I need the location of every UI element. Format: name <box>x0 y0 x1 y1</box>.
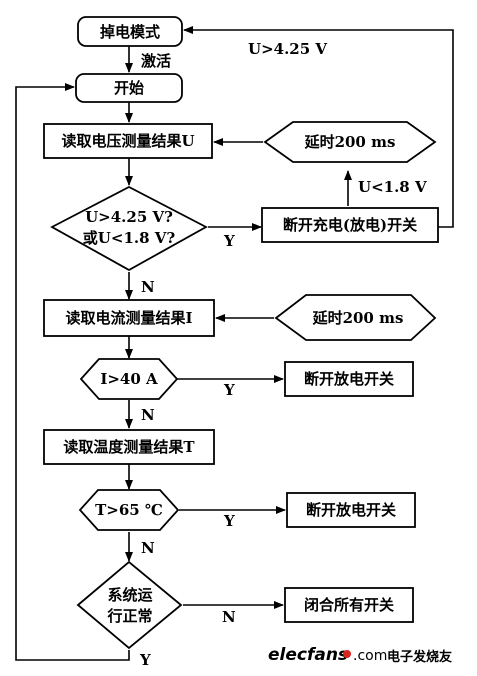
node-cut-charge-discharge-switch: 断开充电(放电)开关 <box>261 207 439 243</box>
node-cut-discharge-switch-1: 断开放电开关 <box>284 361 414 397</box>
node-system-normal: 系统运 行正常 <box>76 560 183 650</box>
current-yes-label: Y <box>223 381 235 399</box>
cut-discharge-1-label: 断开放电开关 <box>304 370 394 388</box>
read-current-label: 读取电流测量结果I <box>65 309 192 327</box>
activate-label: 激活 <box>141 52 171 70</box>
watermark-dot-icon <box>343 650 351 658</box>
read-temperature-label: 读取温度测量结果T <box>63 438 195 456</box>
node-power-down-mode: 掉电模式 <box>77 16 183 47</box>
temperature-check-label: T>65 ℃ <box>95 501 163 519</box>
delay-2-label: 延时200 ms <box>312 309 404 327</box>
cut-discharge-2-label: 断开放电开关 <box>306 501 396 519</box>
u-over-label: U>4.25 V <box>248 40 327 58</box>
close-all-switches-label: 闭合所有开关 <box>304 596 394 614</box>
voltage-no-label: N <box>141 278 155 296</box>
node-read-temperature: 读取温度测量结果T <box>43 429 215 465</box>
temperature-no-label: N <box>141 539 155 557</box>
node-delay-2: 延时200 ms <box>274 294 437 341</box>
watermark: elecfans .com 电子发烧友 <box>268 645 452 665</box>
system-normal-line1: 系统运 <box>107 586 152 604</box>
node-delay-1: 延时200 ms <box>263 121 437 163</box>
edge-cutcharge-powerdown <box>183 26 454 228</box>
system-yes-label: Y <box>139 651 151 669</box>
current-check-label: I>40 A <box>100 370 158 388</box>
read-voltage-label: 读取电压测量结果U <box>61 132 194 150</box>
voltage-check-line2: 或U<1.8 V? <box>83 229 176 247</box>
power-down-mode-label: 掉电模式 <box>100 23 160 41</box>
system-normal-line2: 行正常 <box>106 607 152 625</box>
system-no-label: N <box>222 608 236 626</box>
node-start: 开始 <box>75 73 183 103</box>
node-read-current: 读取电流测量结果I <box>43 299 215 337</box>
watermark-brand: elecfans <box>268 645 348 665</box>
start-label: 开始 <box>114 79 144 97</box>
node-cut-discharge-switch-2: 断开放电开关 <box>286 492 416 528</box>
delay-1-label: 延时200 ms <box>304 133 396 151</box>
node-temperature-check: T>65 ℃ <box>78 489 180 531</box>
temperature-yes-label: Y <box>223 512 235 530</box>
node-voltage-check: U>4.25 V? 或U<1.8 V? <box>50 185 208 272</box>
connectors <box>15 26 454 661</box>
cut-charge-discharge-label: 断开充电(放电)开关 <box>283 216 417 234</box>
u-under-label: U<1.8 V <box>358 178 427 196</box>
voltage-yes-label: Y <box>223 232 235 250</box>
watermark-cn: 电子发烧友 <box>387 649 452 665</box>
voltage-check-line1: U>4.25 V? <box>85 208 173 226</box>
watermark-domain: .com <box>353 648 387 664</box>
node-read-voltage: 读取电压测量结果U <box>43 123 213 159</box>
node-current-check: I>40 A <box>79 358 179 400</box>
current-no-label: N <box>141 406 155 424</box>
edge-system-yes-loop <box>15 83 130 661</box>
node-close-all-switches: 闭合所有开关 <box>284 587 414 623</box>
